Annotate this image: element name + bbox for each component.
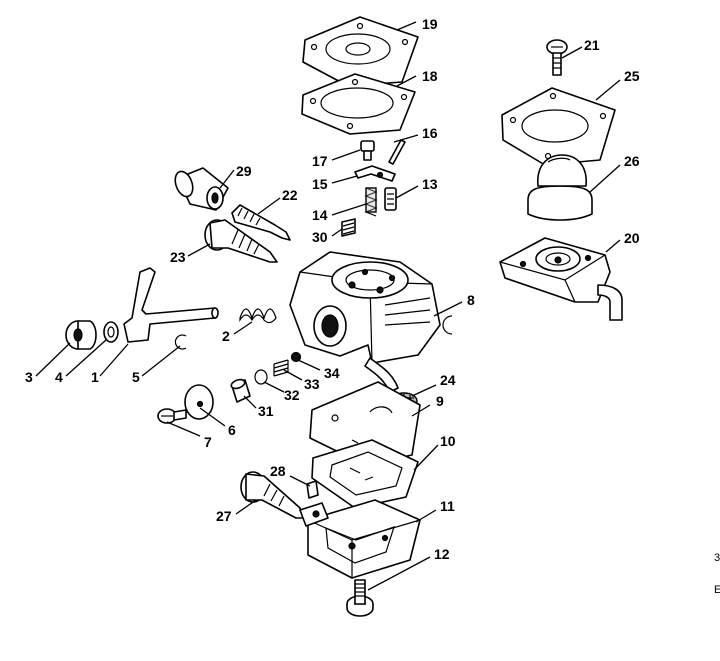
callout-29: 29 (236, 163, 252, 179)
part-18-diaphragm (301, 73, 416, 135)
callout-32: 32 (284, 387, 300, 403)
callout-22: 22 (282, 187, 298, 203)
part-15-lever (354, 165, 396, 182)
callout-20: 20 (624, 230, 640, 246)
part-27-adjusting-screw (240, 471, 304, 519)
callout-3: 3 (25, 369, 33, 385)
callout-21: 21 (584, 37, 600, 53)
part-21-screw (546, 39, 568, 76)
part-28-pin (306, 480, 319, 499)
part-1-throttle-shaft (123, 267, 219, 343)
part-11-metering-cover (299, 499, 421, 579)
part-32-o-ring (254, 369, 268, 385)
callout-18: 18 (422, 68, 438, 84)
callout-16: 16 (422, 125, 438, 141)
callout-11: 11 (440, 498, 455, 514)
part-33-spring (273, 359, 289, 377)
part-19-gasket (302, 16, 419, 87)
part-7-screw (157, 408, 187, 424)
part-34-seal (290, 351, 302, 363)
callout-10: 10 (440, 433, 456, 449)
part-2-spring (239, 308, 277, 324)
part-12-screw (346, 579, 374, 617)
part-30-spring (341, 218, 356, 237)
callout-4: 4 (55, 369, 63, 385)
part-10-diaphragm (311, 439, 419, 509)
callout-6: 6 (228, 422, 236, 438)
part-6-throttle-plate (184, 384, 214, 420)
callout-2: 2 (222, 328, 230, 344)
callout-33: 33 (304, 376, 320, 392)
callout-15: 15 (312, 176, 328, 192)
carburetor-body (289, 251, 441, 393)
part-14-spring (364, 187, 378, 217)
part-31-plug (230, 378, 251, 403)
callout-5: 5 (132, 369, 140, 385)
part-23-adjusting-screw (204, 219, 278, 263)
part-5-e-clip (174, 334, 187, 350)
callout-labels: 19 18 16 17 15 13 14 30 29 22 23 2 8 3 4… (25, 16, 640, 562)
callout-12: 12 (434, 546, 450, 562)
callout-31: 31 (258, 403, 274, 419)
callout-9: 9 (436, 393, 444, 409)
callout-1: 1 (91, 369, 99, 385)
callout-34: 34 (324, 365, 340, 381)
edge-mark-top: 3 (714, 552, 720, 564)
callout-28: 28 (270, 463, 286, 479)
part-26-primer-bulb (527, 154, 593, 221)
callout-14: 14 (312, 207, 328, 223)
part-17-screw (360, 140, 375, 161)
callout-7: 7 (204, 434, 212, 450)
callout-8: 8 (467, 292, 475, 308)
part-20-pump-housing (499, 237, 623, 321)
callout-19: 19 (422, 16, 438, 32)
part-22-adjusting-screw (231, 204, 291, 241)
callout-23: 23 (170, 249, 186, 265)
callout-26: 26 (624, 153, 640, 169)
part-8-e-clip (442, 315, 453, 335)
part-4-washer (103, 321, 119, 343)
callout-17: 17 (312, 153, 328, 169)
part-16-pin (388, 139, 406, 165)
callout-13: 13 (422, 176, 438, 192)
part-29-adapter (174, 167, 229, 211)
callout-24: 24 (440, 372, 456, 388)
callout-25: 25 (624, 68, 640, 84)
callout-30: 30 (312, 229, 328, 245)
part-13-needle-valve (384, 187, 397, 211)
part-9-gasket (309, 381, 421, 466)
callout-27: 27 (216, 508, 232, 524)
part-25-gasket (501, 87, 616, 166)
part-3-bushing (65, 320, 97, 350)
leader-lines (35, 21, 621, 591)
edge-mark-bottom: E (714, 584, 720, 596)
